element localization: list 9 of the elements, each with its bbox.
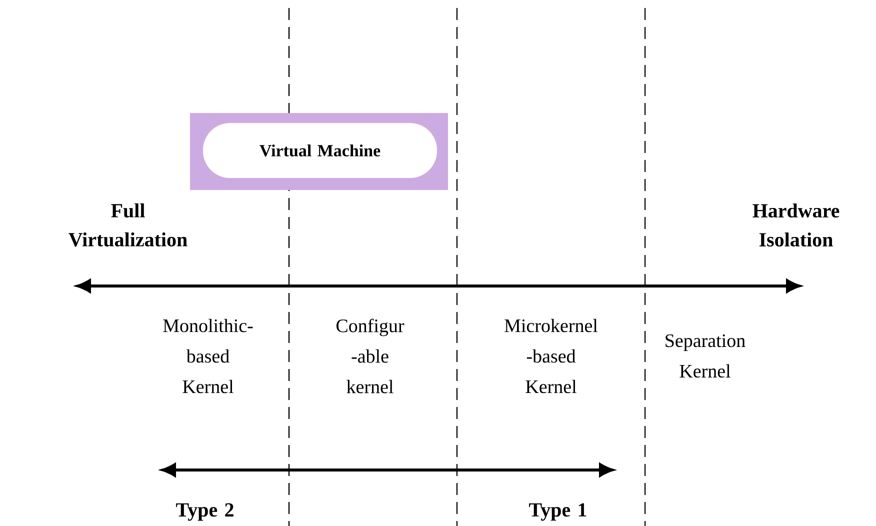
kernel-label: Microkernel -based Kernel	[504, 318, 598, 394]
machine-pill: Virtual Machine	[203, 123, 437, 178]
kernel-label: Configur -able kernel	[336, 318, 404, 394]
type-label: Type 1	[529, 503, 586, 521]
type-label: Type 2	[176, 503, 234, 521]
end-label: Hardware Isolation	[752, 203, 840, 247]
kernel-label: Separation Kernel	[666, 334, 746, 378]
kernel-label: Monolithic-based Kernel	[163, 318, 253, 394]
end-label: Full Virtualization	[68, 203, 188, 247]
